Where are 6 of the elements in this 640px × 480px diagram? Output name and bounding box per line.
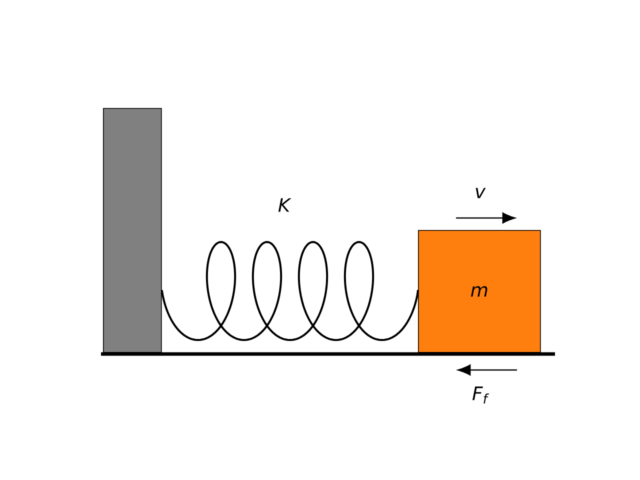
- wall: [103, 108, 162, 353]
- symbol-label: F$_{f}$: [472, 386, 489, 404]
- mass-block: m: [418, 230, 541, 353]
- spring: [160, 241, 419, 341]
- symbol-label: v: [476, 188, 486, 198]
- edge-label: K: [278, 198, 292, 212]
